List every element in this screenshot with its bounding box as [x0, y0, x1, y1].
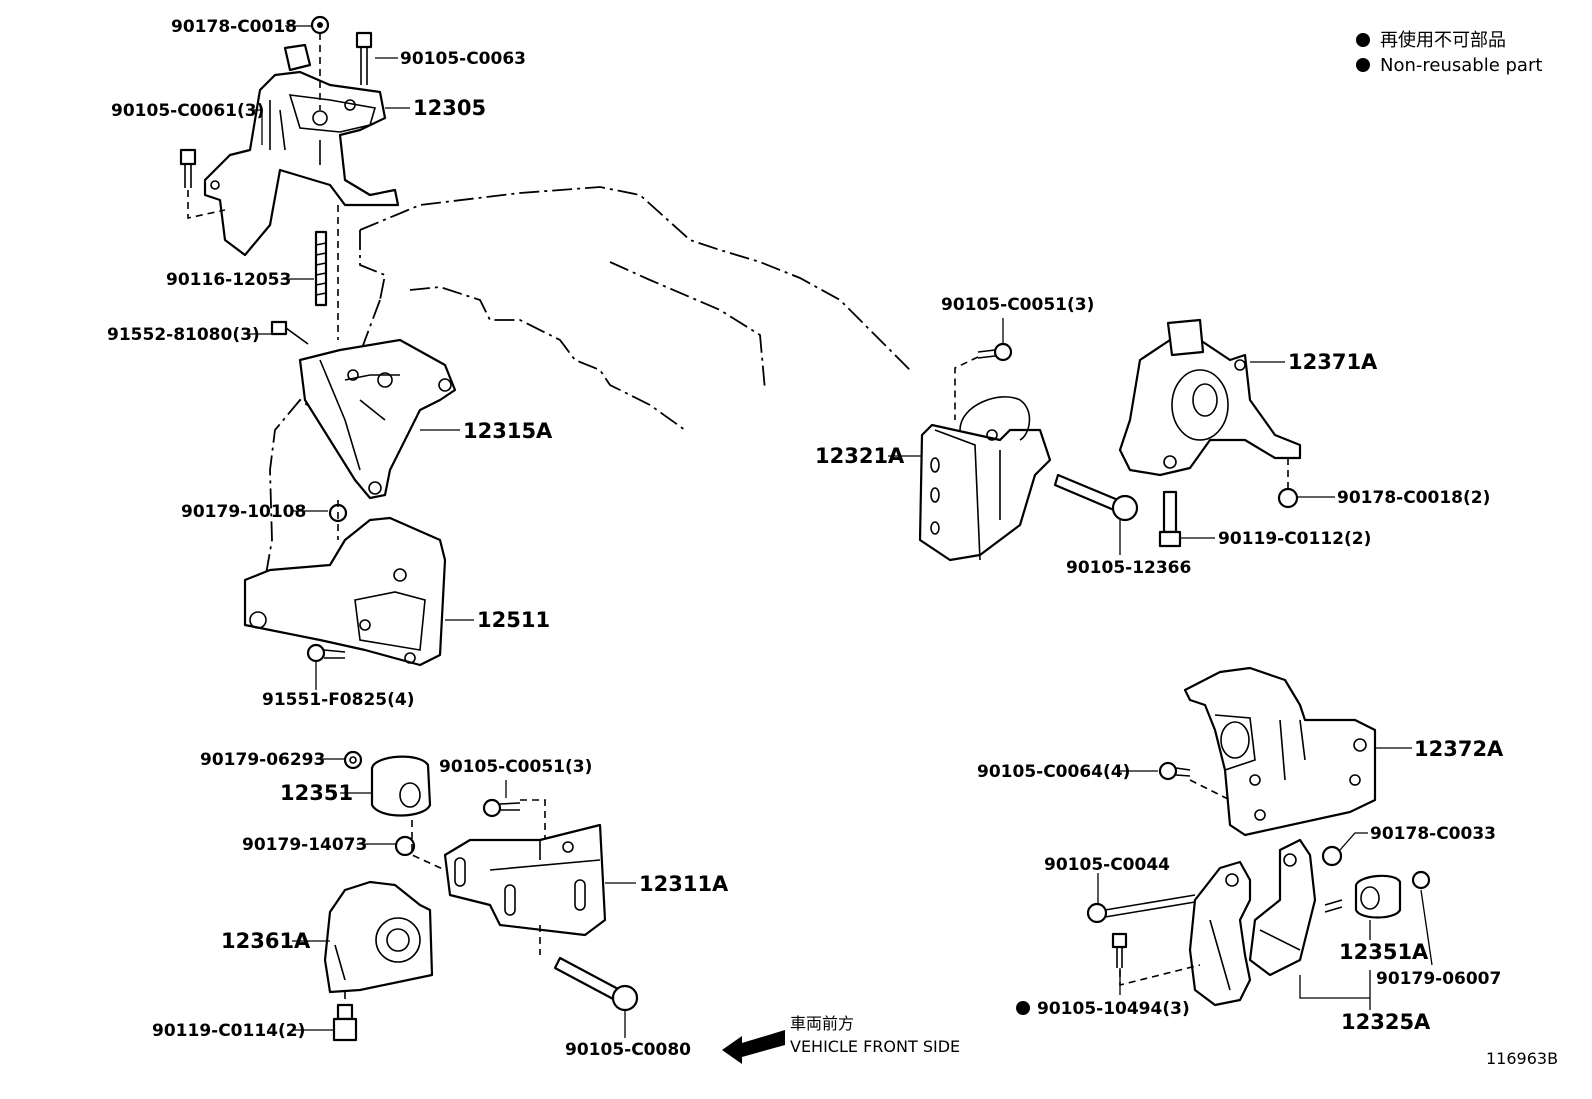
bolt-90105-C0044: [1086, 894, 1196, 924]
label-12321A: 12321A: [815, 444, 905, 468]
label-90179-10108: 90179-10108: [181, 502, 306, 522]
part-12371A: [1118, 318, 1302, 477]
part-12361A: [323, 880, 434, 994]
label-12371A: 12371A: [1288, 350, 1378, 374]
label-91552-81080: 91552-81080(3): [107, 325, 260, 345]
vehicle-front-indicator: 車両前方 VEHICLE FRONT SIDE: [722, 1014, 960, 1064]
bolt-90119-C0114: [332, 1003, 358, 1042]
legend-text-en: Non-reusable part: [1380, 55, 1542, 76]
front-text-en: VEHICLE FRONT SIDE: [790, 1037, 960, 1056]
label-90105-C0080: 90105-C0080: [565, 1040, 691, 1060]
bolt-90105-C0080: [553, 956, 639, 1012]
label-90178-C0033: 90178-C0033: [1370, 824, 1496, 844]
legend-bullet-jp: [1356, 33, 1370, 47]
part-12325A: [1188, 838, 1317, 1007]
nut-90178-C0018-top: [310, 15, 330, 35]
label-90105-C0063: 90105-C0063: [400, 49, 526, 69]
part-12311A: [443, 823, 607, 937]
front-text-jp: 車両前方: [790, 1014, 854, 1033]
front-arrow-icon: [722, 1030, 785, 1064]
bolt-90105-C0063: [355, 31, 373, 85]
nut-90178-C0018-right: [1277, 487, 1299, 509]
label-91551-F0825: 91551-F0825(4): [262, 690, 415, 710]
non-reusable-marker-90105-10494: [1016, 1001, 1030, 1015]
bolt-90105-10494: [1111, 932, 1128, 968]
label-12351: 12351: [280, 781, 353, 805]
label-12325A: 12325A: [1341, 1010, 1431, 1034]
part-12351: [370, 755, 432, 817]
label-90179-14073: 90179-14073: [242, 835, 367, 855]
bolt-90119-C0112: [1158, 490, 1182, 548]
label-90105-C0051-right: 90105-C0051(3): [941, 295, 1094, 315]
nut-90178-C0033: [1321, 845, 1343, 867]
label-12315A: 12315A: [463, 419, 553, 443]
bolt-90105-C0051-right: [977, 342, 1013, 362]
label-12372A: 12372A: [1414, 737, 1504, 761]
legend-text-jp: 再使用不可部品: [1380, 30, 1506, 51]
bolt-90105-C0051-left: [482, 798, 521, 818]
label-90105-C0061: 90105-C0061(3): [111, 101, 264, 121]
nut-90179-06007: [1411, 870, 1431, 890]
label-90119-C0114: 90119-C0114(2): [152, 1021, 305, 1041]
label-90105-C0044: 90105-C0044: [1044, 855, 1170, 875]
stud-right: [1324, 899, 1343, 913]
label-90105-C0064: 90105-C0064(4): [977, 762, 1130, 782]
bolt-91552-81080: [270, 320, 309, 345]
label-12311A: 12311A: [639, 872, 729, 896]
label-90105-10494: 90105-10494(3): [1037, 999, 1190, 1019]
part-12511: [243, 516, 447, 667]
label-90178-C0018: 90178-C0018: [171, 17, 297, 37]
label-12511: 12511: [477, 608, 550, 632]
label-90116-12053: 90116-12053: [166, 270, 291, 290]
part-12305-assembly: [203, 43, 400, 257]
leader-lines: [248, 25, 1433, 1038]
part-12372A: [1183, 666, 1377, 837]
nut-90179-14073: [394, 835, 416, 857]
label-12351A: 12351A: [1339, 940, 1429, 964]
legend: 再使用不可部品 Non-reusable part: [1356, 30, 1542, 76]
part-12321A: [918, 396, 1052, 562]
bolt-90105-C0061: [179, 148, 197, 188]
nut-90179-06293: [343, 750, 363, 770]
label-90119-C0112: 90119-C0112(2): [1218, 529, 1371, 549]
label-90105-12366: 90105-12366: [1066, 558, 1191, 578]
part-12315A: [298, 338, 457, 500]
bolt-91551-F0825: [306, 643, 346, 663]
bolt-90105-12366: [1053, 473, 1139, 522]
label-90179-06293: 90179-06293: [200, 750, 325, 770]
label-12361A: 12361A: [221, 929, 311, 953]
stud-90116-12053: [314, 230, 328, 307]
label-90178-C0018-2: 90178-C0018(2): [1337, 488, 1490, 508]
label-90105-C0051-left: 90105-C0051(3): [439, 757, 592, 777]
diagram-id: 116963B: [1486, 1049, 1558, 1068]
part-12351A: [1354, 874, 1402, 919]
bolt-90105-C0064: [1158, 761, 1191, 781]
legend-bullet-en: [1356, 58, 1370, 72]
label-90179-06007: 90179-06007: [1376, 969, 1501, 989]
label-12305: 12305: [413, 96, 486, 120]
part-labels: 90178-C0018 90105-C0063 90105-C0061(3) 1…: [107, 17, 1504, 1060]
